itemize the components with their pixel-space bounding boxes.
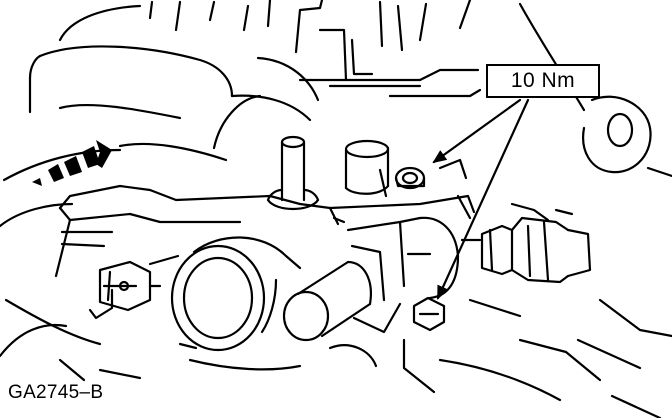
thermostat-housing — [54, 158, 476, 300]
engine-block-outline — [58, 0, 586, 112]
upper-mounting-bolt — [394, 166, 426, 190]
housing-cap — [344, 139, 390, 195]
torque-spec-label: 10 Nm — [486, 64, 600, 98]
temperature-sender — [456, 194, 592, 284]
vent-pipe — [266, 135, 320, 211]
secondary-outlet — [282, 244, 402, 342]
right-bolt-head — [582, 95, 672, 178]
lower-block-outline — [0, 298, 672, 418]
leader-arrow-icon — [432, 98, 530, 300]
lower-mounting-bolt — [412, 296, 446, 332]
direction-arrow-icon — [32, 140, 112, 186]
left-hex-nut — [88, 260, 162, 320]
figure-reference: GA2745–B — [8, 382, 104, 403]
coolant-hose — [0, 45, 320, 228]
main-outlet — [148, 236, 302, 352]
